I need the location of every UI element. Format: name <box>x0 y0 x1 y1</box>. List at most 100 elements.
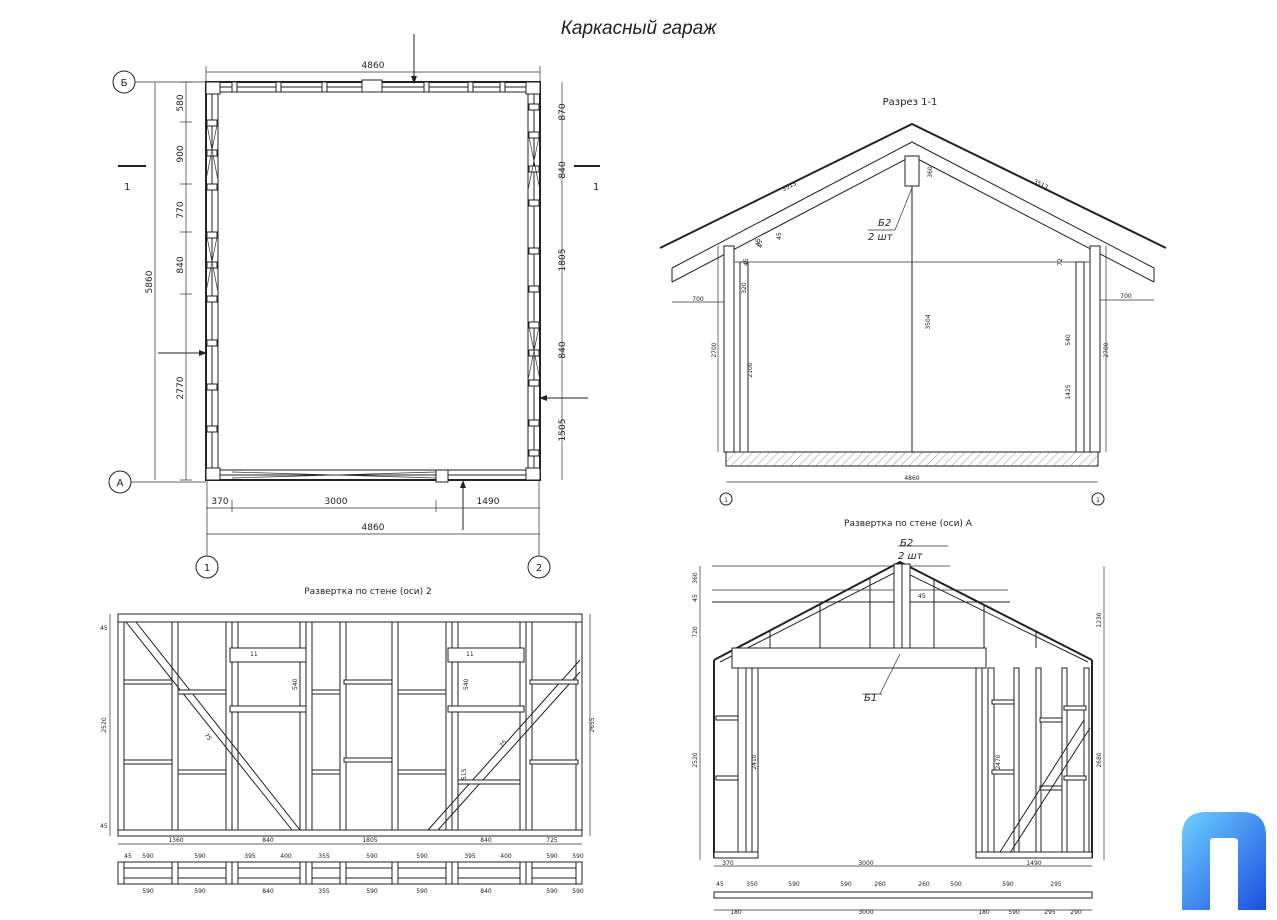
elevA-small-4: 45 <box>918 593 926 600</box>
axis-b-label: Б <box>121 78 128 89</box>
elev2-bottom-dim: 725 <box>546 837 558 844</box>
plan-stud <box>206 425 218 433</box>
plan-stud <box>206 339 218 347</box>
plan-dim-bottom-3: 1490 <box>477 497 500 507</box>
section-axis-right <box>1091 492 1105 506</box>
elev2-row1-dim: 590 <box>416 853 428 860</box>
plan-dim-right-1: 870 <box>558 103 568 120</box>
elevA-stud <box>1013 667 1020 853</box>
elevation-axis-a: Развертка по стене (оси) А Б2 2 шт Б1 25… <box>692 519 1105 916</box>
elev2-height-left: 2520 <box>101 717 108 732</box>
elev2-small-6: 540 <box>463 678 470 690</box>
elevA-row2-dim: 290 <box>1070 909 1082 916</box>
plan-stud <box>528 103 540 111</box>
section-eave-left: 700 <box>692 296 704 303</box>
plan-dim-right-2: 840 <box>558 161 568 178</box>
elev2-row2-dim: 590 <box>366 888 378 895</box>
elev2-stud <box>117 621 125 831</box>
floor-plan: Б А 1 2 4860 1 1 370 3000 1490 4860 <box>108 34 600 579</box>
plan-dim-top: 4860 <box>362 61 385 71</box>
elevA-row1-dim: 295 <box>1050 881 1062 888</box>
elevA-bottom-2: 3000 <box>858 860 873 867</box>
plan-dim-right-4: 840 <box>558 341 568 358</box>
elevA-small-3: 720 <box>692 626 699 638</box>
elev2-noggin <box>343 679 393 685</box>
elev2-noggin <box>311 769 341 775</box>
plan-stud <box>528 321 540 329</box>
elev2-row1-dim: 400 <box>500 853 512 860</box>
elev2-strip-stud <box>575 861 583 885</box>
page-title: Каркасный гараж <box>560 18 717 39</box>
plan-stud <box>528 199 540 207</box>
elev2-stud <box>451 621 459 831</box>
plan-dim-left-3: 770 <box>176 201 186 218</box>
axis-a-label: А <box>117 478 124 489</box>
elevA-row1-dim: 260 <box>874 881 886 888</box>
elev2-strip-stud <box>519 861 527 885</box>
elevation-wall-2: Развертка по стене (оси) 2 2520 2655 45 … <box>100 587 596 895</box>
elevA-beam-label: Б2 <box>900 538 913 549</box>
elev2-small-5: 540 <box>292 678 299 690</box>
elev2-strip-stud <box>339 861 347 885</box>
elev2-bottom-dim: 840 <box>480 837 492 844</box>
section-rafter-right: 3513 <box>1032 178 1049 191</box>
section-height: 3504 <box>925 314 932 329</box>
section-mark-right: 1 <box>593 182 599 193</box>
elev2-noggin <box>397 689 447 695</box>
plan-dim-bottom-total: 4860 <box>362 523 385 533</box>
plan-stud <box>528 449 540 457</box>
elevA-stud <box>1035 667 1042 853</box>
elev2-row1-dim: 355 <box>318 853 330 860</box>
elev2-row2-dim: 590 <box>416 888 428 895</box>
elev2-strip-stud <box>171 861 179 885</box>
elev2-strip-stud <box>117 861 125 885</box>
elev2-noggin <box>529 759 579 765</box>
elevA-height-left: 2520 <box>692 752 699 767</box>
plan-stud <box>528 379 540 387</box>
elev2-noggin <box>177 769 227 775</box>
elevA-noggin <box>991 769 1015 775</box>
elev2-noggin <box>529 679 579 685</box>
elevA-row1-dim: 590 <box>788 881 800 888</box>
elev2-row1-dim: 45 <box>124 853 132 860</box>
elev2-strip-stud <box>225 861 233 885</box>
elev2-stud <box>339 621 347 831</box>
elev2-stud <box>231 621 239 831</box>
elevA-row2-dim: 180 <box>730 909 742 916</box>
section-small-dim: 320 <box>741 282 748 294</box>
elevA-row1-dim: 45 <box>716 881 724 888</box>
elevA-small-1: 360 <box>692 572 699 584</box>
elev2-small-4: 11 <box>466 651 474 658</box>
section-1-1: Разрез 1-1 700 700 3513 3513 Б2 2 шт 360… <box>659 97 1167 506</box>
plan-stud <box>528 285 540 293</box>
elevA-row2-dim: 590 <box>1008 909 1020 916</box>
elev2-height-right: 2655 <box>589 717 596 732</box>
elev2-strip-stud <box>391 861 399 885</box>
plan-stud <box>206 295 218 303</box>
plan-stud <box>499 81 506 93</box>
elevA-bottom-1: 370 <box>722 860 734 867</box>
elev2-strip-stud <box>231 861 239 885</box>
brand-logo-icon <box>1182 812 1266 910</box>
section-small-dim: 45 <box>757 240 764 248</box>
elev2-row1-dim: 590 <box>194 853 206 860</box>
elev2-row2-dim: 840 <box>480 888 492 895</box>
plan-stud <box>321 81 328 93</box>
section-title: Разрез 1-1 <box>883 97 938 108</box>
plan-dim-left-total: 5860 <box>145 270 155 293</box>
section-wall-right: 2700 <box>1103 342 1110 357</box>
section-mark-left: 1 <box>124 182 130 193</box>
elev2-row2-dim: 590 <box>572 888 584 895</box>
elev2-small-9: 75 <box>498 739 508 749</box>
plan-stud <box>206 119 218 127</box>
elev2-row2-dim: 355 <box>318 888 330 895</box>
elev2-strip-stud <box>305 861 313 885</box>
elev2-noggin <box>343 757 393 763</box>
elevA-noggin <box>715 775 739 781</box>
plan-stud <box>206 183 218 191</box>
elevA-noggin <box>1063 775 1087 781</box>
elevA-bottom-3: 1490 <box>1026 860 1041 867</box>
section-beam-qty: 2 шт <box>868 232 894 243</box>
section-wall-inner: 2100 <box>747 362 754 377</box>
